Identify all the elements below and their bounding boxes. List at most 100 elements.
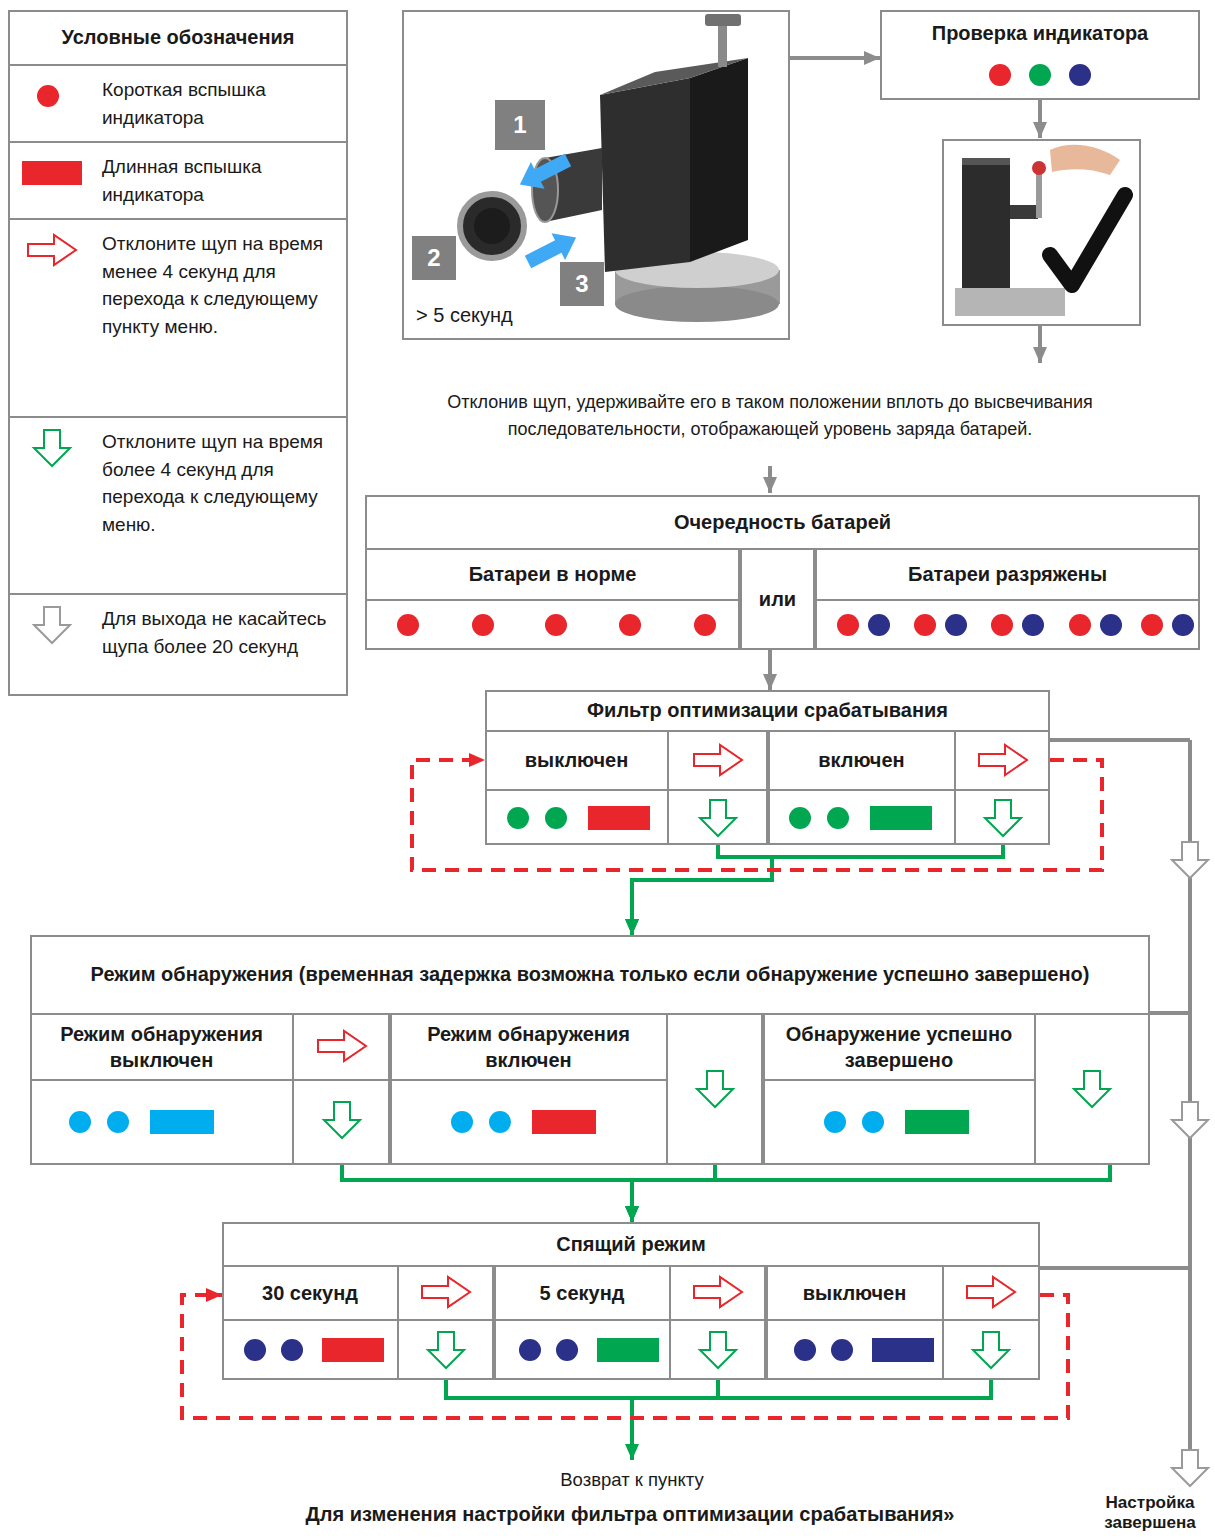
flow-connector (768, 650, 772, 690)
drawn-line (390, 1079, 667, 1081)
flash-dot (831, 1339, 853, 1361)
short-press-arrow (318, 1031, 366, 1061)
flow-connector (342, 1165, 632, 1222)
legend-symbol (18, 605, 102, 645)
flow-connector (412, 760, 1102, 870)
probe-illustration (690, 58, 748, 262)
node-text: > 5 секунд (416, 303, 513, 327)
legend-symbol (18, 428, 102, 468)
text-cell: Проверка индикатора (880, 10, 1200, 56)
short-press-arrow (967, 1277, 1015, 1307)
flow-connector (182, 1295, 1068, 1418)
legend-row: Короткая вспышка индикатора (10, 66, 346, 143)
drawn-line (1038, 325, 1042, 363)
menu-option: выключен (485, 730, 768, 845)
flash-dot (472, 614, 494, 636)
probe-illustration (560, 262, 604, 306)
text-cell: 30 секунд (222, 1265, 398, 1320)
short-press-arrow (979, 745, 1027, 775)
node-text: Батареи разряжены (908, 561, 1107, 587)
text-cell: Режим обнаружения выключен (30, 1013, 293, 1080)
node-text: Режим обнаружения включен (394, 1021, 663, 1073)
drawn-line (444, 1380, 448, 1398)
flash-bar (905, 1110, 969, 1134)
menu-option: 30 секунд (222, 1265, 494, 1380)
probe-touch-picture (1010, 205, 1038, 219)
drawn-line (1034, 1013, 1036, 1165)
flash-dot (1172, 614, 1194, 636)
flash-dot (397, 614, 419, 636)
flash-bar (532, 1110, 596, 1134)
flash-dot (862, 1111, 884, 1133)
probe-illustration (615, 286, 779, 322)
menu-option: Обнаружение успешно завершено (763, 1013, 1150, 1165)
long-press-arrow (985, 800, 1021, 836)
long-press-arrow (1172, 1450, 1208, 1486)
text-cell: > 5 секунд (412, 298, 572, 332)
legend-text: Короткая вспышка индикатора (102, 76, 336, 131)
menu-option: выключен (766, 1265, 1040, 1380)
flash-dot (827, 807, 849, 829)
long-press-arrow (324, 1102, 360, 1138)
text-cell: выключен (766, 1265, 943, 1320)
flash-dot (556, 1339, 578, 1361)
label-box: Отклонив щуп, удерживайте его в таком по… (420, 370, 1120, 462)
long-press-arrow (1074, 1071, 1110, 1107)
instruction-note: Отклонив щуп, удерживайте его в таком по… (420, 389, 1120, 443)
drawn-line (1150, 1011, 1190, 1015)
legend-text: Отклоните щуп на время менее 4 секунд дл… (102, 230, 336, 406)
flow-lines (444, 100, 1208, 1486)
legend-box: Короткая вспышка индикатораДлинная вспыш… (8, 10, 348, 696)
menu-option: Режим обнаружения включен (390, 1013, 763, 1165)
long-press-arrow (1172, 842, 1208, 878)
drawn-line (942, 1265, 944, 1380)
drawn-line (716, 1380, 720, 1398)
menu-table: Режим обнаружения (временная задержка во… (30, 935, 1150, 1165)
callout-number: 3 (575, 272, 588, 296)
long-press-arrow (428, 1332, 464, 1368)
probe-touch-picture (1032, 161, 1046, 175)
return-note: Для изменения настройки фильтра оптимиза… (306, 1502, 955, 1526)
text-cell: Режим обнаружения включен (390, 1013, 667, 1080)
drawn-line (1040, 1266, 1190, 1270)
flash-bar (597, 1338, 659, 1362)
long-press-arrow (700, 1332, 736, 1368)
text-cell: Обнаружение успешно завершено (763, 1013, 1035, 1080)
node-text: Режим обнаружения выключен (34, 1021, 289, 1073)
long-press-arrow (34, 430, 70, 466)
flash-dot (1069, 614, 1091, 636)
menu-table: Фильтр оптимизации срабатываниявыключен в… (485, 690, 1050, 845)
text-cell: включен (768, 730, 955, 790)
legend-text: Отклоните щуп на время более 4 секунд дл… (102, 428, 336, 583)
probe-touch-picture (1036, 170, 1042, 218)
flash-dot (789, 807, 811, 829)
legend-row: Отклоните щуп на время менее 4 секунд дл… (10, 220, 346, 418)
label-box: Условные обозначения (8, 10, 348, 64)
callout-number: 1 (513, 113, 526, 137)
drawn-line (768, 466, 772, 493)
flash-dot (507, 807, 529, 829)
flash-dot (69, 1111, 91, 1133)
callout-number: 2 (427, 246, 440, 270)
long-press-arrow (1172, 1102, 1208, 1138)
flash-bar (588, 806, 650, 830)
long-press-arrow (697, 1071, 733, 1107)
legend-symbol (18, 76, 102, 116)
probe-illustration (412, 14, 780, 322)
flash-bar (872, 1338, 934, 1362)
probe-touch-picture (943, 140, 1140, 325)
text-cell: Фильтр оптимизации срабатывания (485, 690, 1050, 730)
flow-connector (632, 845, 1003, 935)
legend-symbol (18, 230, 102, 270)
node-text: 5 секунд (540, 1280, 625, 1306)
flash-dot (1069, 64, 1091, 86)
node-text: включен (818, 747, 904, 773)
menu-table: Спящий режим30 секунд5 секундвыключен (222, 1222, 1040, 1380)
table-cell: Батареи разряжены (815, 548, 1200, 650)
label-box: 2 (412, 236, 456, 280)
drawn-line (292, 1013, 294, 1165)
node-text: Очередность батарей (674, 509, 891, 535)
legend-title: Условные обозначения (61, 24, 294, 50)
text-cell: или (740, 548, 815, 650)
flash-dot (107, 1111, 129, 1133)
